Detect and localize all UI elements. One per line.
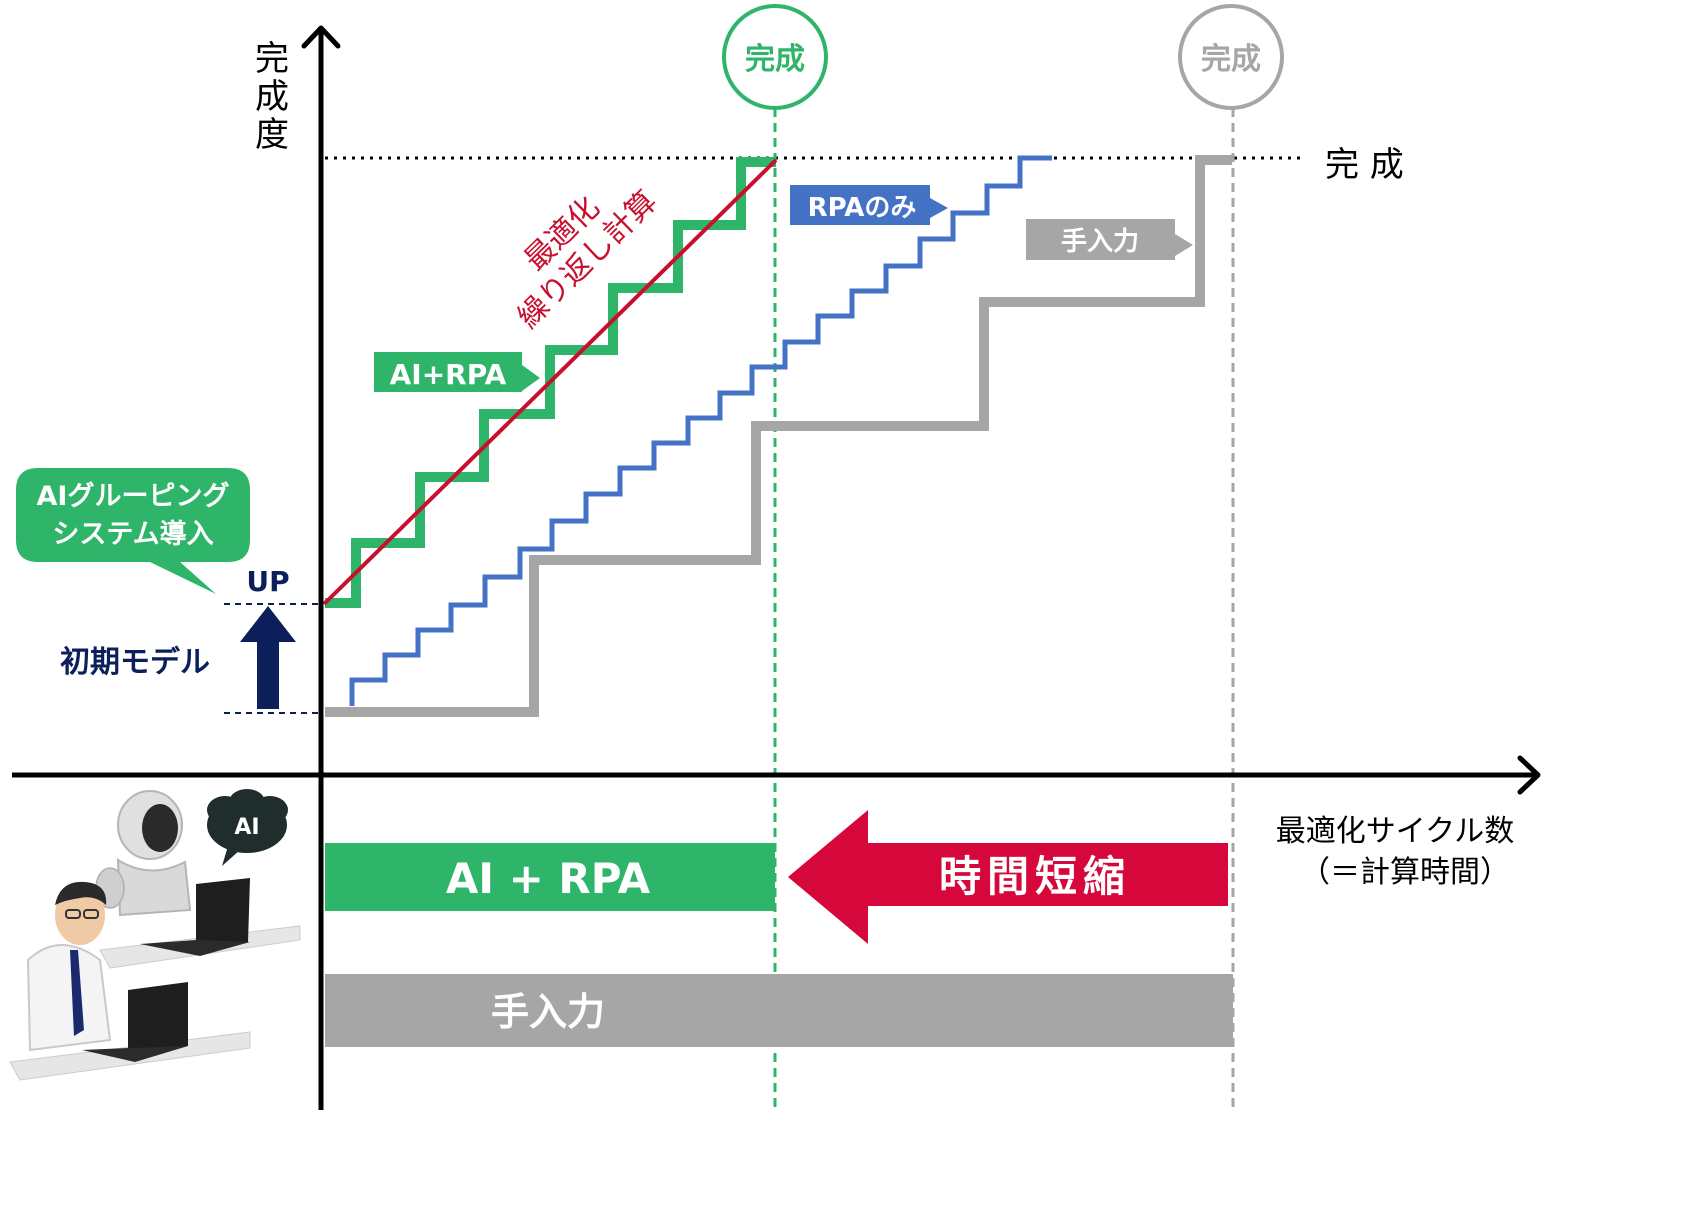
up-arrow	[240, 606, 296, 709]
manual-completion-circle	[1178, 4, 1284, 110]
ai-brain-bubble: AI	[207, 789, 288, 866]
manual-bar-label: 手入力	[491, 990, 605, 1034]
ai-rpa-completion-circle	[722, 4, 828, 110]
rpa-only-staircase	[349, 155, 1052, 706]
y-axis-label-char: 度	[255, 115, 289, 155]
y-axis-label-char: 成	[255, 77, 289, 117]
person-laptop-keyboard	[82, 1046, 188, 1062]
ai-grouping-callout-line2: システム導入	[52, 518, 213, 550]
ai-rpa-bar-label: AI + RPA	[446, 854, 651, 903]
ai-grouping-callout: AIグルーピング システム導入	[16, 468, 250, 594]
robot	[95, 790, 192, 917]
robot-laptop-screen	[196, 878, 250, 948]
x-axis-arrowhead	[1517, 755, 1541, 795]
ai-rpa-bar	[325, 843, 775, 911]
person-laptop-screen	[128, 982, 188, 1052]
optimization-diagonal	[322, 158, 778, 606]
diagram: 完 成 完成 完成 最適化 繰り返し計算 AI+RPA RPAのみ 手入力 AI…	[9, 4, 1541, 1110]
rpa-only-series-tag-text: RPAのみ	[808, 193, 917, 223]
initial-model-label: 初期モデル	[60, 645, 210, 680]
x-axis-label-line2: （＝計算時間）	[1300, 855, 1510, 890]
y-axis-label: 完成度	[255, 39, 289, 155]
manual-staircase	[325, 155, 1232, 717]
completion-level-label: 完 成	[1325, 145, 1404, 185]
time-reduction-arrow	[788, 810, 1228, 944]
manual-series-tag-text: 手入力	[1061, 227, 1139, 257]
ai-grouping-callout-line1: AIグルーピング	[37, 480, 230, 512]
time-reduction-label: 時間短縮	[939, 852, 1131, 901]
rpa-only-series-tag: RPAのみ	[790, 185, 948, 225]
ai-brain-bubble-text: AI	[234, 815, 259, 840]
y-axis-arrowhead	[301, 25, 341, 49]
ai-rpa-completion-label: 完成	[745, 42, 805, 77]
up-label: UP	[246, 565, 289, 598]
robot-and-person-illustration: AI	[9, 789, 301, 1081]
manual-bar	[325, 974, 1233, 1047]
manual-completion-label: 完成	[1201, 42, 1261, 77]
ai-rpa-series-tag: AI+RPA	[374, 352, 540, 392]
optimization-label: 最適化 繰り返し計算	[511, 184, 664, 335]
person	[26, 881, 112, 1052]
y-axis-label-char: 完	[255, 39, 289, 79]
x-axis-label-line1: 最適化サイクル数	[1276, 814, 1515, 849]
robot-laptop-keyboard	[140, 940, 250, 956]
ai-rpa-series-tag-text: AI+RPA	[390, 358, 507, 391]
manual-series-tag: 手入力	[1026, 219, 1193, 260]
y-axis-label-text: 完成度	[255, 39, 289, 155]
